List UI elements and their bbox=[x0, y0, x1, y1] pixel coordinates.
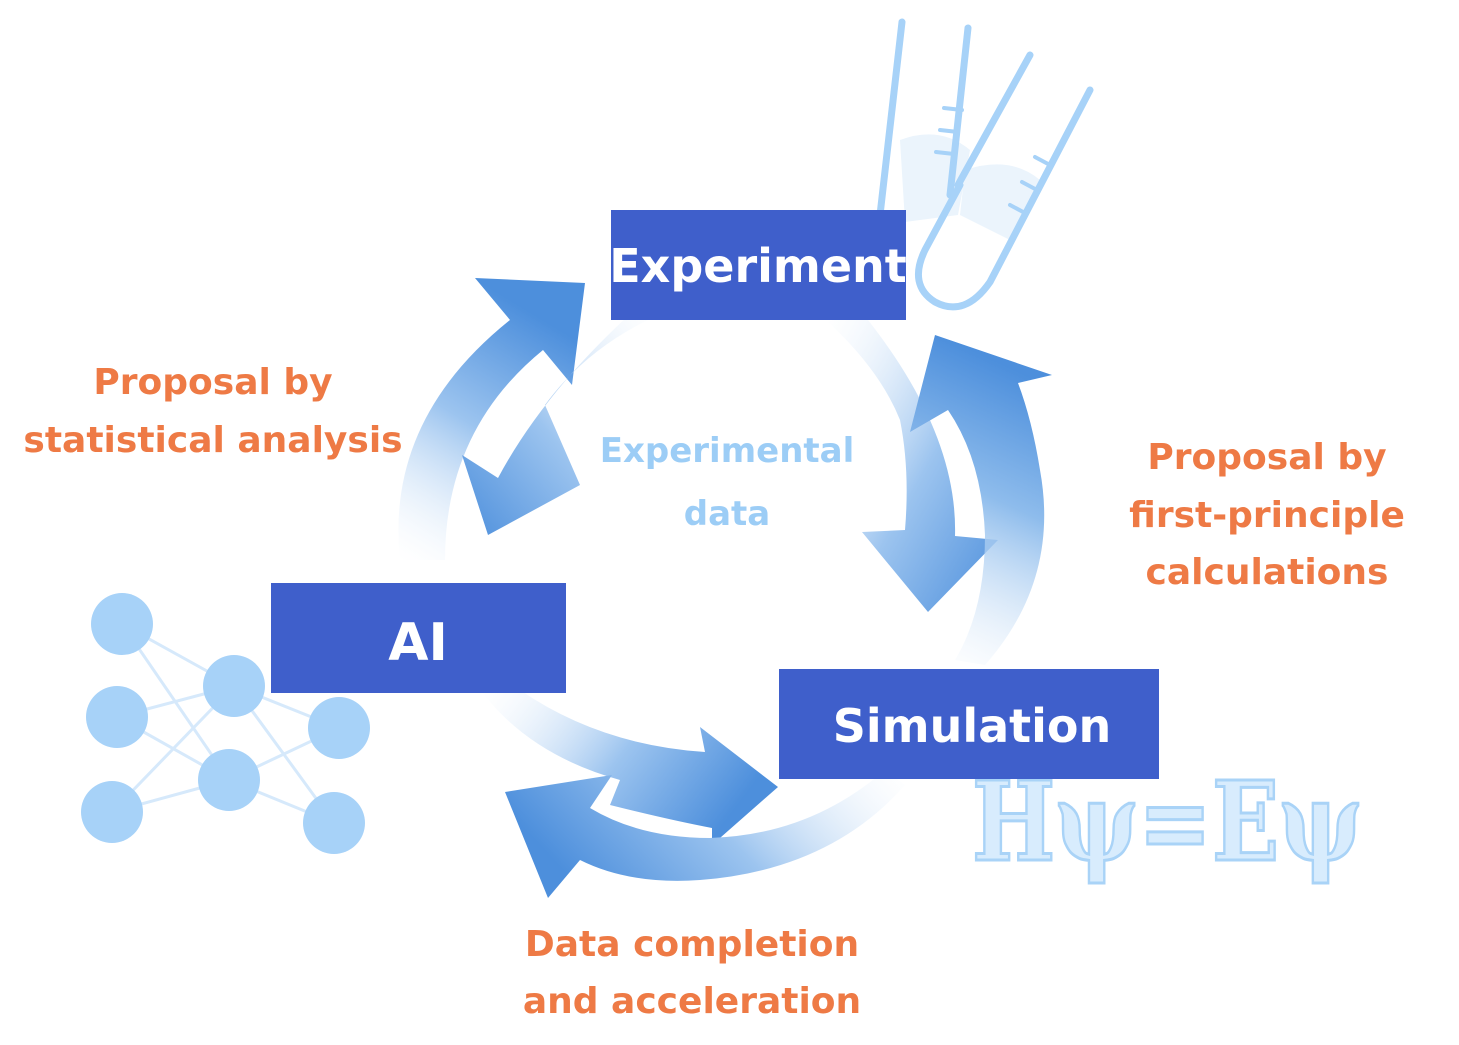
first-principle-annotation-line3: calculations bbox=[1146, 552, 1389, 593]
neural-network-icon bbox=[81, 593, 370, 854]
arrow-ai-to-simulation bbox=[482, 690, 778, 845]
cycle-arrows bbox=[398, 278, 1052, 898]
ai-label: AI bbox=[388, 613, 448, 673]
ai-node: AI bbox=[271, 583, 566, 693]
test-tubes-icon bbox=[876, 18, 1094, 311]
experiment-label: Experiment bbox=[609, 239, 907, 293]
statistical-annotation-line2: statistical analysis bbox=[23, 420, 402, 461]
first-principle-annotation-line1: Proposal by bbox=[1147, 437, 1386, 478]
arrow-experiment-to-simulation bbox=[828, 310, 998, 612]
center-label-line2: data bbox=[684, 494, 770, 534]
simulation-label: Simulation bbox=[833, 699, 1112, 753]
arrow-simulation-to-ai bbox=[505, 770, 905, 898]
arrow-experiment-to-ai bbox=[462, 305, 652, 535]
data-completion-annotation-line1: Data completion bbox=[525, 924, 859, 965]
center-label-line1: Experimental bbox=[600, 431, 855, 471]
arrow-ai-to-experiment bbox=[398, 278, 585, 560]
data-completion-annotation-line2: and acceleration bbox=[523, 981, 861, 1022]
experiment-node: Experiment bbox=[609, 210, 907, 320]
first-principle-annotation-line2: first-principle bbox=[1129, 495, 1405, 536]
arrow-simulation-to-experiment bbox=[910, 335, 1052, 665]
simulation-node: Simulation bbox=[779, 669, 1159, 779]
statistical-annotation-line1: Proposal by bbox=[93, 362, 332, 403]
